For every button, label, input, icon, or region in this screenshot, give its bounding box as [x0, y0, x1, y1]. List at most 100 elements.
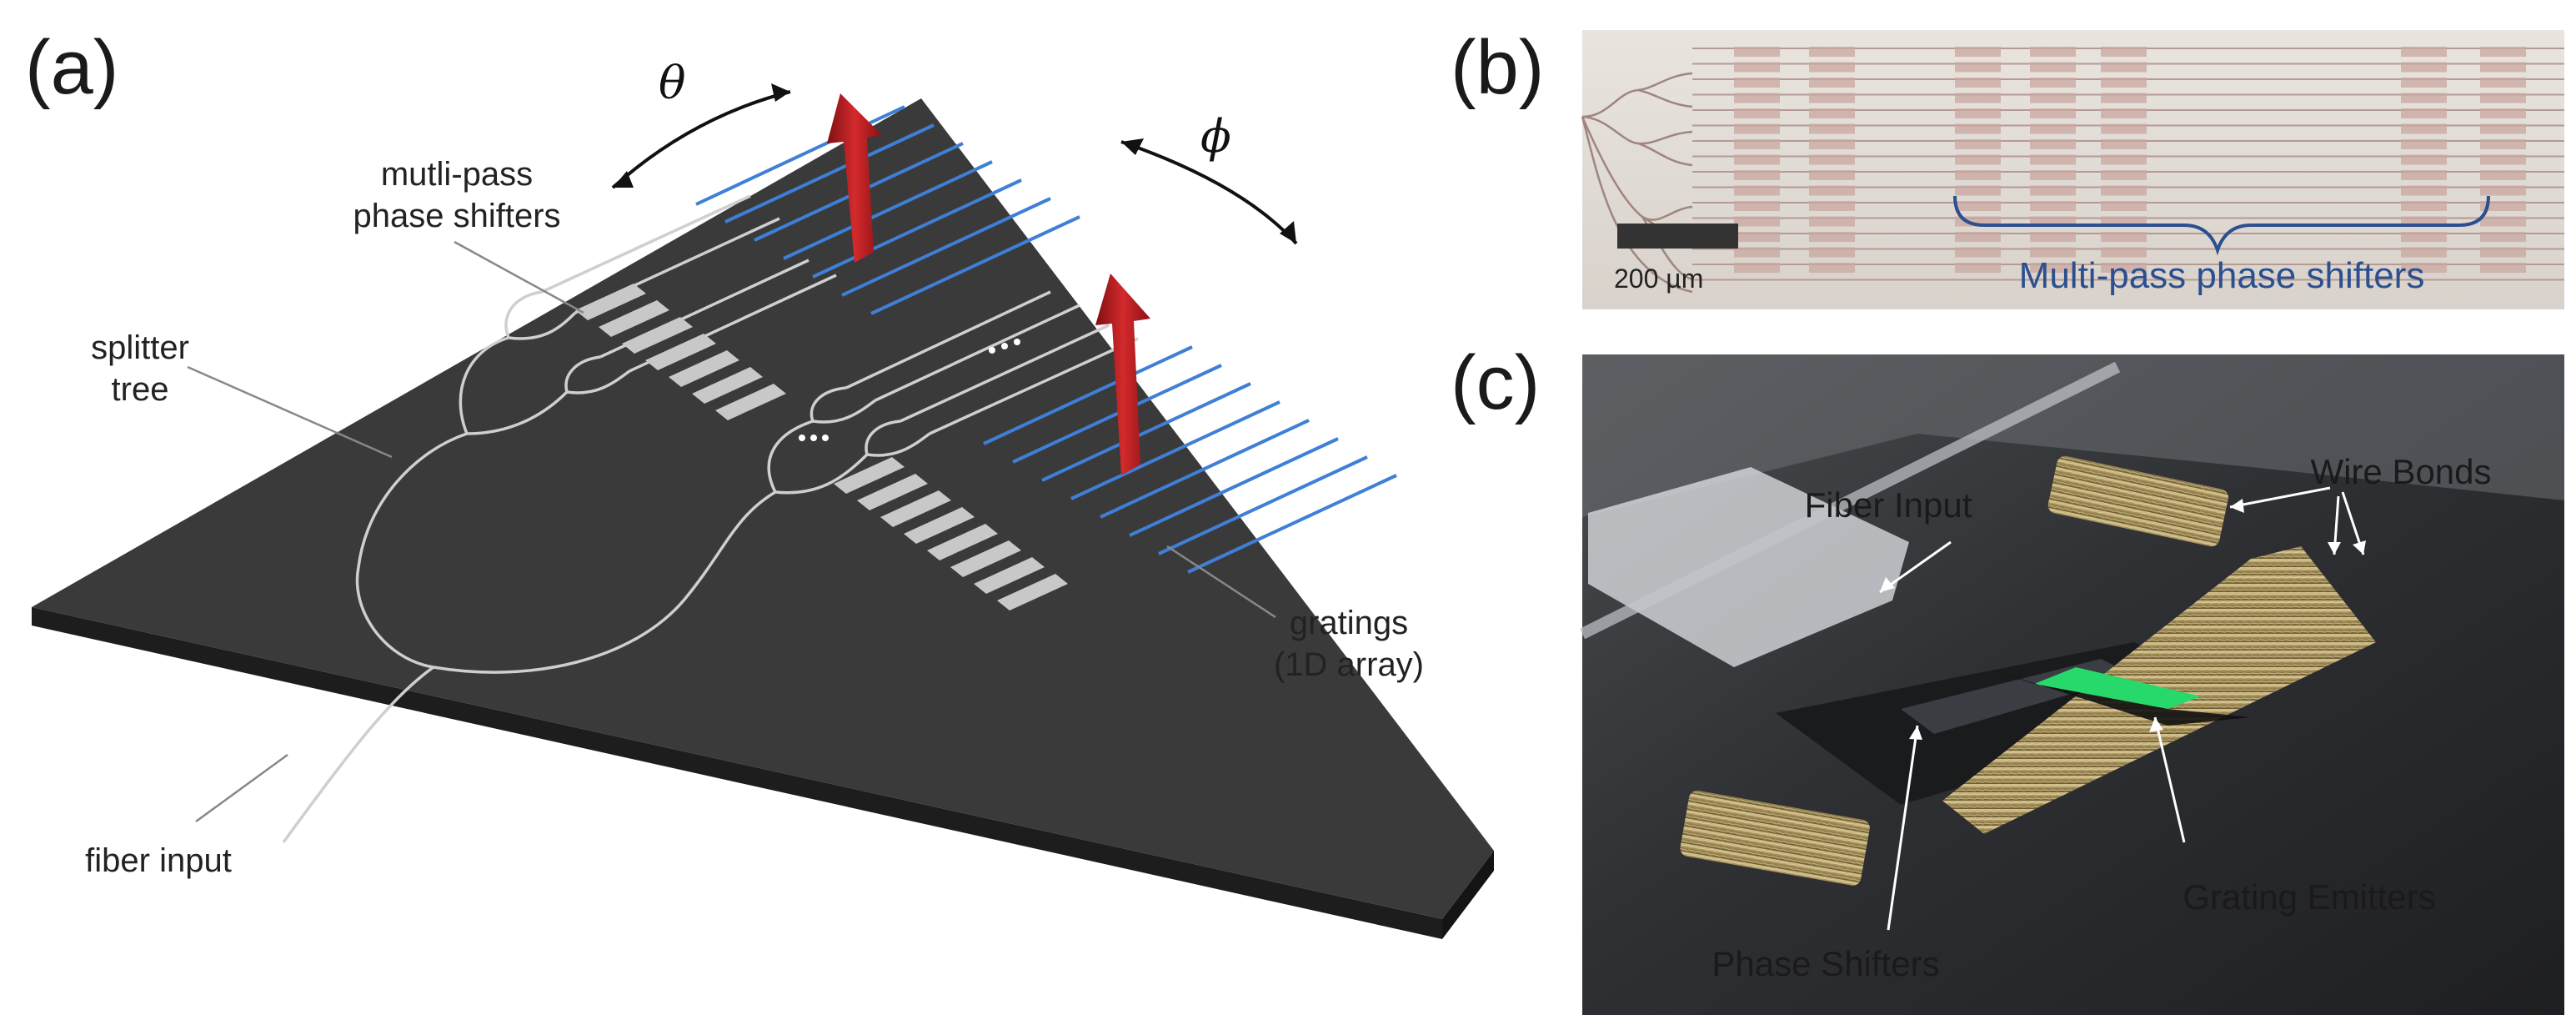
panel-b-label: (b)	[1451, 25, 1544, 110]
micrograph-pad	[2101, 232, 2147, 242]
micrograph-pad	[2480, 93, 2526, 103]
micrograph-pad	[1809, 263, 1855, 273]
micrograph-pad	[2030, 139, 2076, 149]
fiber-strand	[1579, 361, 2121, 640]
micrograph-pad	[1734, 247, 1780, 258]
micrograph-pad	[1955, 108, 2001, 118]
micrograph-pad	[1809, 123, 1855, 134]
micrograph-pad	[2401, 123, 2447, 134]
micrograph-pad	[1955, 170, 2001, 180]
micrograph-pad	[1734, 78, 1780, 88]
micrograph-pad	[2101, 154, 2147, 165]
wire-bond-pad-left	[1680, 791, 1870, 886]
micrograph-pad	[2101, 139, 2147, 149]
wire-bonds-label: Wire Bonds	[2310, 452, 2491, 491]
micrograph-pad	[2480, 78, 2526, 88]
micrograph-pad	[1809, 139, 1855, 149]
micrograph-pad	[2030, 78, 2076, 88]
micrograph-pad	[2401, 154, 2447, 165]
phase-shifters-lower	[834, 457, 1068, 610]
micrograph-pad	[2030, 62, 2076, 73]
micrograph-pad	[1734, 263, 1780, 273]
micrograph-pad	[2480, 47, 2526, 57]
micrograph-pad	[1734, 108, 1780, 118]
fiber-input-label: fiber input	[85, 842, 232, 879]
panel-c: (c) Fiber Input	[1451, 340, 2564, 1015]
micrograph-pad	[2401, 78, 2447, 88]
micrograph-pad	[2401, 47, 2447, 57]
micrograph-pad	[2480, 154, 2526, 165]
micrograph-pad	[2101, 108, 2147, 118]
micrograph-pad	[2401, 263, 2447, 273]
panel-a-label: (a)	[25, 25, 118, 110]
micrograph-pad	[2030, 47, 2076, 57]
micrograph-pad	[2101, 62, 2147, 73]
panel-b: (b) 200 µm Multi-pass phase shifters	[1451, 25, 2564, 309]
micrograph-pad	[1955, 93, 2001, 103]
micrograph-pad	[1809, 201, 1855, 211]
fiber-leader	[195, 753, 288, 823]
micrograph-pad	[2480, 216, 2526, 227]
micrograph-pad	[2401, 93, 2447, 103]
panel-c-label: (c)	[1451, 340, 1540, 425]
micrograph-pad	[2480, 139, 2526, 149]
micrograph-pad	[2401, 185, 2447, 196]
chip-side	[32, 607, 1442, 939]
micrograph-pad	[2401, 232, 2447, 242]
annotation-arrows	[1879, 486, 2366, 931]
micrograph-pad	[1734, 47, 1780, 57]
micrograph-pad	[1809, 78, 1855, 88]
micrograph-pad	[1955, 78, 2001, 88]
micrograph-pad	[1734, 185, 1780, 196]
multi-pass-caption: Multi-pass phase shifters	[2019, 255, 2425, 296]
micrograph-pad	[1809, 232, 1855, 242]
micrograph-pad	[1734, 170, 1780, 180]
micrograph-pad	[1809, 216, 1855, 227]
grating-emitter-glow	[2034, 667, 2201, 709]
micrograph-pad	[2030, 93, 2076, 103]
micrograph-pad	[1734, 232, 1780, 242]
micrograph-pad	[1734, 62, 1780, 73]
micrograph-pad	[2401, 247, 2447, 258]
micrograph-pad	[1955, 185, 2001, 196]
splitter-tree	[282, 290, 931, 844]
scale-bar-label: 200 µm	[1614, 264, 1703, 294]
micrograph-pad	[2480, 185, 2526, 196]
micrograph-pad	[2101, 170, 2147, 180]
grating-emitters-label: Grating Emitters	[2183, 877, 2435, 917]
micrograph-pad	[2101, 185, 2147, 196]
micrograph-pad	[2480, 62, 2526, 73]
micrograph-pad	[2401, 139, 2447, 149]
phase-shifters-upper	[575, 284, 786, 420]
micrograph-pad	[1734, 154, 1780, 165]
grating-emitter-tip	[1984, 667, 2251, 726]
ellipsis-dots	[799, 339, 1020, 441]
micrograph-pad	[1734, 216, 1780, 227]
micrograph-pads	[1734, 47, 2526, 273]
brace	[1953, 195, 2490, 256]
micrograph-pad	[1734, 93, 1780, 103]
waveguides	[541, 194, 1139, 435]
micrograph-pad	[1955, 139, 2001, 149]
micrograph-pad	[1955, 247, 2001, 258]
micrograph-pad	[1734, 201, 1780, 211]
micrograph-pad	[2030, 201, 2076, 211]
micrograph-pad	[2101, 201, 2147, 211]
micrograph-pad	[2480, 263, 2526, 273]
micrograph-pad	[1809, 154, 1855, 165]
micrograph-pad	[1955, 47, 2001, 57]
micrograph-pad	[2401, 108, 2447, 118]
micrograph-pad	[2030, 247, 2076, 258]
micrograph-pad	[2480, 247, 2526, 258]
micrograph-pad	[1734, 123, 1780, 134]
micrograph-pad	[2401, 170, 2447, 180]
gratings-leader	[1166, 545, 1276, 619]
phase-shifters-label-line2: phase shifters	[353, 198, 560, 234]
micrograph-pad	[1955, 123, 2001, 134]
gratings-lower	[983, 345, 1397, 574]
micrograph-pad	[2480, 201, 2526, 211]
fiber-input-photo-label: Fiber Input	[1805, 485, 1972, 525]
micrograph-pad	[1955, 154, 2001, 165]
gratings-upper	[695, 105, 1080, 315]
